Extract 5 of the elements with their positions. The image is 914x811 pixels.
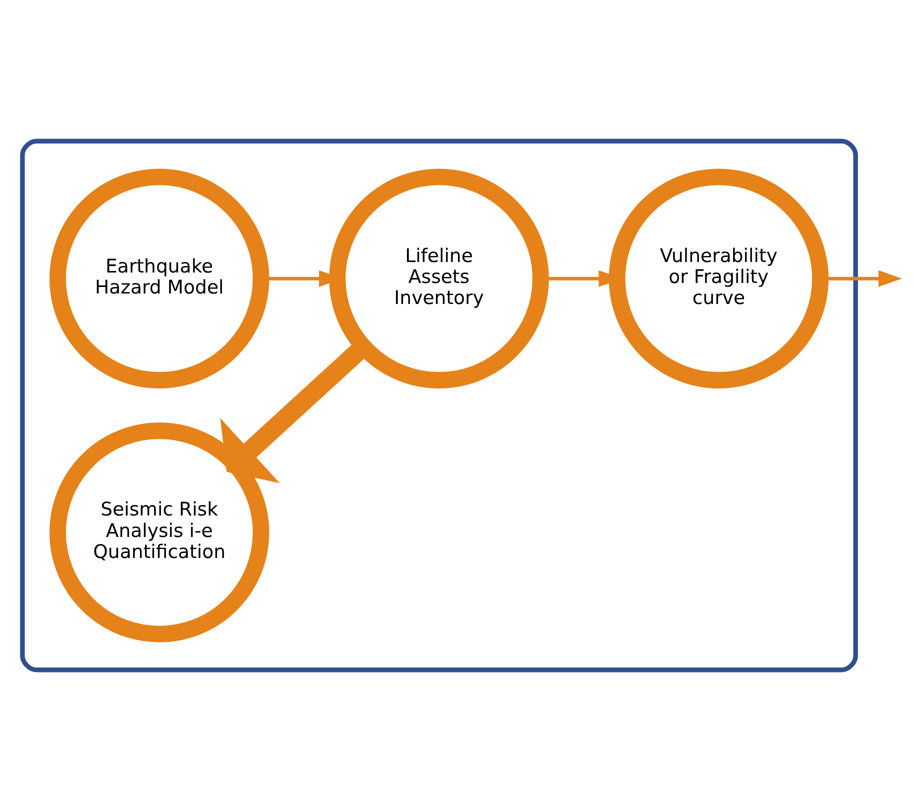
node-circle: Lifeline Assets Inventory [329, 168, 549, 388]
node-circle: Earthquake Hazard Model [49, 168, 270, 388]
node-circle: Seismic Risk Analysis i-e Quantification [49, 422, 270, 642]
node-circle: Vulnerability or Fragility curve [608, 168, 829, 388]
cluster [20, 138, 858, 672]
